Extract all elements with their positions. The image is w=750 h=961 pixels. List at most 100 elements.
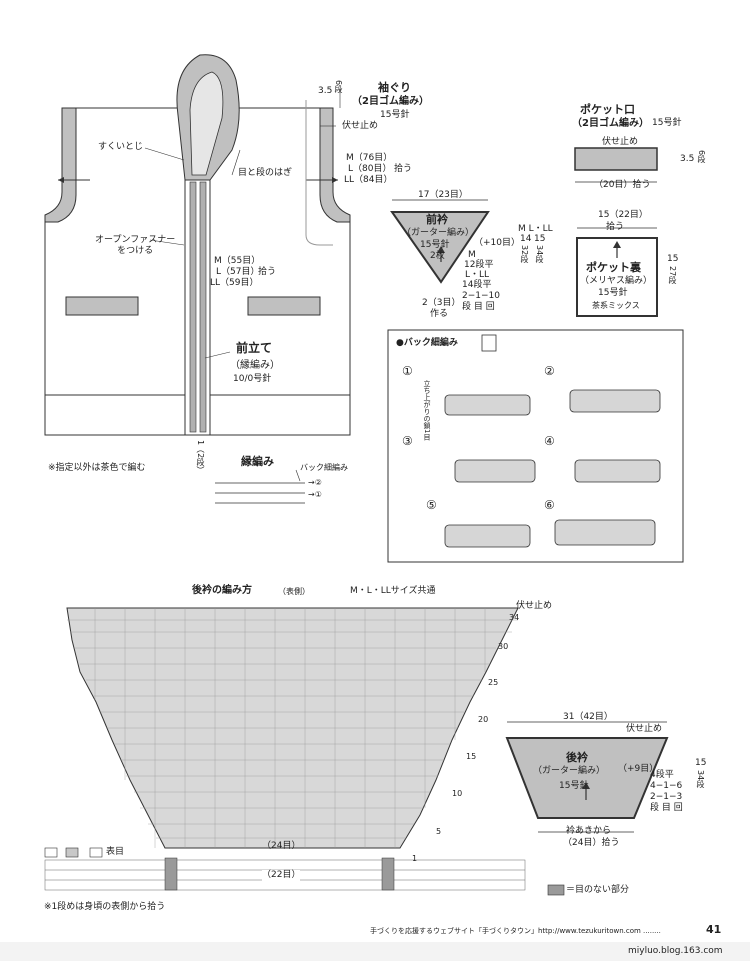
chart-note-first: ※1段めは身頃の表側から拾う: [44, 902, 166, 912]
chart-sizes: M・L・LLサイズ共通: [350, 586, 436, 596]
chart-legend-knit: 表目: [106, 847, 125, 857]
edging-title: 縁編み: [241, 455, 274, 468]
front-collar-rows-l-val: 14段平: [462, 280, 492, 290]
front-collar-plus: （+10目）: [474, 238, 520, 248]
armhole-height: 3.5: [318, 86, 333, 96]
back-collar-height: 15: [695, 758, 707, 768]
sleeve-count-l: L（80目）: [348, 164, 392, 174]
chart-side: （表側）: [278, 587, 310, 596]
chart-row-15: 15: [466, 752, 477, 761]
pocket-lining-height: 15: [667, 254, 679, 264]
page-number: 41: [706, 923, 722, 936]
pocket-band-shape: [574, 147, 658, 171]
front-collar-sub: （ガーター編み）: [402, 228, 475, 238]
placket-title: 前立て: [236, 341, 273, 355]
chart-row-34: 34: [509, 613, 520, 622]
pocket-lining-needle: 15号針: [598, 288, 628, 298]
hood-inner: [189, 71, 224, 176]
placket-needle: 10/0号針: [233, 374, 272, 384]
step-illustrations: [444, 389, 661, 548]
step-2: ②: [544, 364, 555, 378]
back-collar-row-c: 2−1−3: [650, 792, 683, 802]
fastener-label: オープンファスナー をつける: [95, 235, 176, 256]
back-collar-width: 31（42目）: [563, 712, 613, 722]
edging-row1: →①: [308, 490, 322, 499]
chart-fuseme: 伏せ止め: [516, 601, 553, 611]
color-note: ※指定以外は茶色で編む: [48, 463, 146, 473]
front-collar-needle: 15号針: [420, 240, 450, 250]
armhole-needle: 15号針: [380, 110, 410, 120]
front-collar-side-l: 15: [534, 234, 546, 244]
back-collar-chart: [44, 607, 565, 896]
placket-sub: （縁編み）: [230, 360, 280, 371]
front-collar-shape: [390, 211, 490, 284]
front-collar-side-sizes: M L・LL: [518, 224, 553, 234]
left-armhole-band: [44, 107, 77, 223]
front-count-ll: LL（59目）: [210, 278, 259, 288]
back-stitch-title: ●バック細編み: [396, 338, 458, 348]
back-collar-head: 段 目 回: [650, 803, 683, 813]
front-collar-count: 2枚: [430, 251, 445, 261]
back-collar-row-a: 4段平: [650, 770, 674, 780]
chart-title: 後衿の編み方: [192, 585, 252, 596]
step-4: ④: [544, 434, 555, 448]
armhole-title: 袖ぐり: [378, 81, 411, 94]
front-hirou: 拾う: [258, 267, 277, 277]
front-collar-width: 17（23目）: [418, 190, 468, 200]
step-3: ③: [402, 434, 413, 448]
placket-rows: 1（2段）: [196, 440, 205, 475]
pocket-right: [247, 296, 321, 316]
armhole-rows: 6段: [334, 80, 343, 94]
back-collar-pick: 衿あきから: [566, 826, 612, 836]
front-collar-rows-32: 32段: [520, 245, 529, 264]
front-collar-title: 前衿: [426, 213, 448, 226]
step-6: ⑥: [544, 498, 555, 512]
step-1-note: 立ち上がりの鎖1目: [423, 380, 431, 441]
back-collar-row-b: 4−1−6: [650, 781, 683, 791]
front-collar-rows-34: 34段: [535, 245, 544, 264]
back-collar-title: 後衿: [566, 751, 588, 764]
pocket-needle: 15号針: [652, 118, 682, 128]
pocket-left: [65, 296, 139, 316]
chart-top-count: （24目）: [262, 841, 301, 851]
vest-body-outline: [44, 107, 351, 395]
chart-row-5: 5: [436, 827, 442, 836]
watermark: miyluo.blog.163.com: [628, 946, 723, 956]
pocket-fuseme: 伏せ止め: [602, 137, 639, 147]
sleeve-count-m: M（76目）: [346, 153, 393, 163]
back-collar-plus: （+9目）: [618, 764, 659, 774]
pocket-lining-width: 15（22目）: [598, 210, 648, 220]
right-armhole-band: [319, 107, 351, 223]
chart-row-10: 10: [452, 789, 463, 798]
front-collar-dec: 2−1−10: [462, 291, 500, 301]
zipper-left: [189, 181, 197, 433]
back-collar-needle: 15号針: [559, 781, 589, 791]
pocket-pick: （20目）拾う: [594, 180, 651, 190]
chart-row-25: 25: [488, 678, 499, 687]
pocket-lining-yarn: 茶系ミックス: [592, 301, 640, 310]
pocket-rows: 6段: [697, 150, 706, 164]
chart-row-1: 1: [412, 854, 418, 863]
pocket-title: ポケット口: [580, 103, 635, 116]
pocket-lining-sub: （メリヤス編み）: [580, 276, 653, 286]
chart-row-20: 20: [478, 715, 489, 724]
armhole-fuseme: 伏せ止め: [342, 121, 379, 131]
front-collar-start: 2（3目）: [422, 298, 461, 308]
front-collar-rows-m: M: [468, 250, 476, 260]
pocket-sub: （2目ゴム編み）: [572, 118, 649, 129]
sleeve-count-ll: LL（84目）: [344, 175, 393, 185]
front-count-m: M（55目）: [214, 256, 261, 266]
medan-label: 目と段のはぎ: [238, 168, 293, 178]
front-collar-dec-head: 段 目 回: [462, 302, 495, 312]
chart-legend-none: ＝目のない部分: [566, 885, 630, 895]
back-collar-pick2: （24目）拾う: [563, 838, 620, 848]
step-5: ⑤: [426, 498, 437, 512]
sleeve-hirou: 拾う: [394, 164, 413, 174]
watermark-bar: [0, 942, 750, 961]
back-collar-fuseme: 伏せ止め: [626, 724, 663, 734]
zipper-right: [199, 181, 207, 433]
front-collar-rows-l: L・LL: [465, 270, 490, 280]
edging-row2: →②: [308, 478, 322, 487]
back-collar-shape: [505, 737, 669, 819]
